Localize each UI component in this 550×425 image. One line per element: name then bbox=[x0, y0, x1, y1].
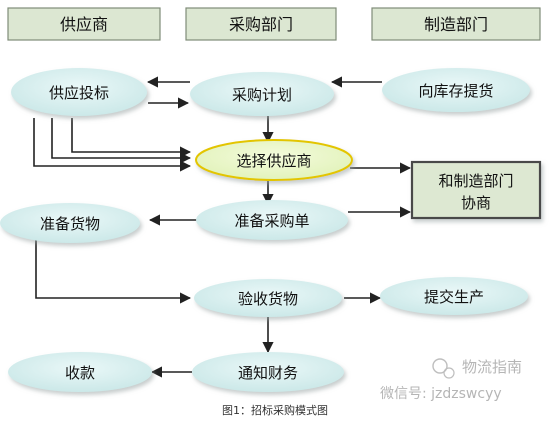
header-manufacturing: 制造部门 bbox=[371, 7, 541, 41]
arrow-bid-to-select-1 bbox=[33, 118, 192, 172]
node-submit-production-label: 提交生产 bbox=[424, 288, 484, 306]
node-prepare-goods: 准备货物 bbox=[0, 203, 140, 243]
node-select-supplier: 选择供应商 bbox=[195, 139, 353, 181]
node-select-supplier-label: 选择供应商 bbox=[236, 152, 311, 170]
node-inspect-goods: 验收货物 bbox=[194, 279, 342, 317]
node-collect-payment: 收款 bbox=[8, 352, 152, 392]
node-inventory-pickup: 向库存提货 bbox=[382, 68, 530, 112]
node-supplier-bid-label: 供应投标 bbox=[49, 84, 109, 102]
node-prepare-po-label: 准备采购单 bbox=[234, 212, 309, 230]
node-inventory-pickup-label: 向库存提货 bbox=[418, 82, 493, 100]
arrow-bid-to-select-3 bbox=[71, 118, 192, 158]
wechat-icon bbox=[432, 358, 455, 379]
connectors bbox=[33, 76, 412, 378]
header-purchasing-label: 采购部门 bbox=[229, 15, 293, 34]
node-notify-finance: 通知财务 bbox=[192, 352, 344, 392]
node-inspect-goods-label: 验收货物 bbox=[238, 290, 298, 308]
node-purchase-plan-label: 采购计划 bbox=[232, 86, 292, 104]
arrow-bid-to-select-2 bbox=[51, 118, 192, 164]
header-supplier: 供应商 bbox=[7, 7, 161, 41]
node-prepare-goods-label: 准备货物 bbox=[40, 215, 100, 233]
node-purchase-plan: 采购计划 bbox=[190, 72, 334, 116]
node-submit-production: 提交生产 bbox=[380, 277, 528, 315]
header-supplier-label: 供应商 bbox=[60, 15, 108, 34]
header-manufacturing-label: 制造部门 bbox=[424, 15, 488, 34]
watermark: 物流指南 微信号: jzdzswcyy bbox=[380, 358, 522, 402]
header-purchasing: 采购部门 bbox=[185, 7, 337, 41]
node-negotiate-line1: 和制造部门 bbox=[438, 172, 513, 190]
figure-caption: 图1：招标采购模式图 bbox=[222, 403, 328, 417]
node-supplier-bid: 供应投标 bbox=[11, 68, 147, 116]
node-prepare-po: 准备采购单 bbox=[196, 200, 348, 240]
node-collect-payment-label: 收款 bbox=[65, 364, 95, 382]
node-negotiate-line2: 协商 bbox=[461, 194, 491, 212]
node-negotiate-box: 和制造部门 协商 bbox=[410, 160, 542, 220]
watermark-brand: 物流指南 bbox=[462, 358, 522, 376]
node-notify-finance-label: 通知财务 bbox=[238, 364, 298, 382]
arrow-goods-to-inspect bbox=[35, 240, 192, 304]
watermark-wechat: 微信号: jzdzswcyy bbox=[380, 386, 502, 402]
